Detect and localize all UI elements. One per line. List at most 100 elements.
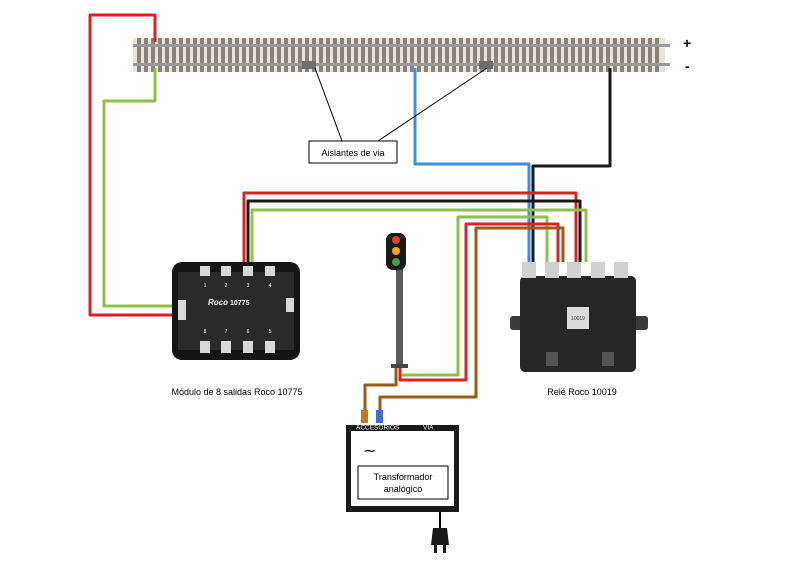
track-sleeper (263, 38, 267, 72)
insulators-callout-box (308, 140, 398, 164)
track-sleeper (417, 38, 421, 72)
relay-terminal (614, 262, 628, 278)
track-sleeper (564, 38, 568, 72)
power-plug-icon (431, 512, 449, 553)
module-terminal (200, 266, 210, 276)
signal (386, 233, 408, 368)
transformer: ACCESORIOS VIA ~ Transformador analógico (346, 410, 459, 512)
relay-foot-right (602, 352, 614, 366)
wire-black-track-to-relay (531, 68, 612, 262)
track-sleeper (361, 38, 365, 72)
module-terminal (221, 266, 231, 276)
track-sleeper (480, 38, 484, 72)
module-top-outputs: 1 2 3 4 (204, 283, 272, 289)
signal-light-green (392, 258, 400, 266)
module-terminal (286, 298, 294, 312)
track-sleeper (655, 38, 659, 72)
rail-top (133, 44, 670, 47)
callout-line-right (377, 67, 488, 142)
track-sleeper (550, 38, 554, 72)
track-plus-label: + (683, 35, 691, 51)
relay-mount-ear-right (634, 316, 648, 330)
track-sleeper (249, 38, 253, 72)
module-terminal (243, 266, 253, 276)
track-sleeper (354, 38, 358, 72)
module-output-8: 8 (204, 329, 207, 335)
callout-line-left (314, 67, 343, 142)
track-sleeper (585, 38, 589, 72)
track-sleeper (319, 38, 323, 72)
track-sleeper (648, 38, 652, 72)
terminal-accessories-blue (376, 410, 383, 423)
relay-terminal (591, 262, 605, 278)
track-sleeper (270, 38, 274, 72)
track-sleeper (207, 38, 211, 72)
track-sleeper (410, 38, 414, 72)
track-sleeper (627, 38, 631, 72)
wire-green-track-to-module (102, 68, 178, 308)
relay-10019: 10019 (510, 262, 648, 372)
module-output-3: 3 (247, 283, 250, 289)
track-sleeper (403, 38, 407, 72)
track-sleeper (487, 38, 491, 72)
module-terminal (243, 341, 253, 353)
wire-brown-signal-to-transformer (363, 366, 398, 412)
signal-pole (396, 268, 403, 366)
track-sleeper (620, 38, 624, 72)
module-terminal (200, 341, 210, 353)
track-sleeper (200, 38, 204, 72)
wire-red-module-to-relay (242, 191, 578, 268)
track-sleeper (529, 38, 533, 72)
track-minus-label: - (685, 58, 690, 74)
module-terminal (265, 341, 275, 353)
wire-blue-track-to-relay (413, 68, 531, 262)
relay-sticker (567, 307, 589, 329)
track-sleeper (501, 38, 505, 72)
wire-red-track-to-module (88, 13, 178, 317)
track-sleeper (137, 38, 141, 72)
track-sleeper (179, 38, 183, 72)
module-output-1: 1 (204, 283, 207, 289)
module-terminals (178, 266, 294, 353)
track-sleeper (256, 38, 260, 72)
track-sleeper (466, 38, 470, 72)
wire-green-module-to-relay (250, 208, 588, 268)
rail-insulator-right (479, 61, 493, 69)
transformer-label-line2: analógico (384, 484, 423, 494)
signal-base (391, 364, 408, 368)
track-sleeper (312, 38, 316, 72)
track-sleeper (536, 38, 540, 72)
track-sleeper (606, 38, 610, 72)
track-sleeper (151, 38, 155, 72)
track-sleeper (543, 38, 547, 72)
track-sleeper (592, 38, 596, 72)
insulators-label: Aislantes de via (321, 148, 384, 158)
module-model: 10775 (230, 300, 250, 307)
track-sleeper (396, 38, 400, 72)
track-sleeper (326, 38, 330, 72)
track-sleeper (186, 38, 190, 72)
transformer-label-line1: Transformador (374, 472, 433, 482)
wires (88, 13, 612, 412)
track-sleeper (242, 38, 246, 72)
module-label: Módulo de 8 salidas Roco 10775 (171, 387, 302, 397)
wire-brown-relay-to-transformer (378, 226, 565, 412)
track (133, 38, 670, 72)
track-sleeper (347, 38, 351, 72)
track-sleeper (431, 38, 435, 72)
terminal-accessories-brown (361, 410, 368, 423)
relay-terminals (522, 262, 628, 278)
track-sleeper (515, 38, 519, 72)
module-terminal (178, 300, 186, 320)
track-sleeper (578, 38, 582, 72)
track-sleeper (165, 38, 169, 72)
signal-light-yellow (392, 247, 400, 255)
track-sleeper (571, 38, 575, 72)
track-sleepers (137, 38, 659, 72)
module-output-7: 7 (225, 329, 228, 335)
track-sleeper (459, 38, 463, 72)
track-sleeper (375, 38, 379, 72)
track-sleeper (144, 38, 148, 72)
track-sleeper (284, 38, 288, 72)
